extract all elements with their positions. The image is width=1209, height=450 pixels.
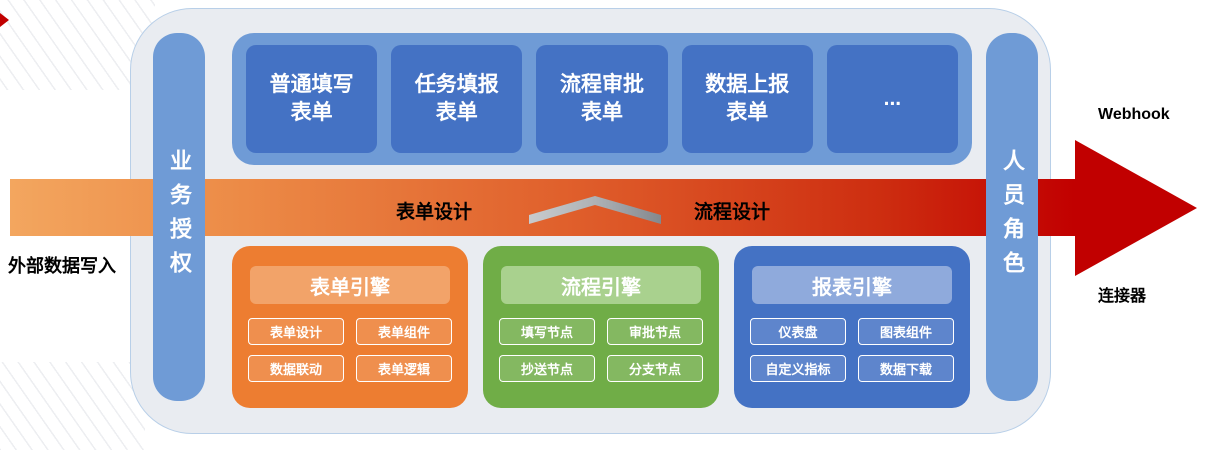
report-engine-card: 报表引擎 仪表盘 图表组件 自定义指标 数据下载 [734,246,970,408]
diagonal-lines-decoration-bottom-left [0,362,145,450]
engine-item: 审批节点 [607,318,703,345]
flow-design-label: 流程设计 [693,202,770,223]
engine-item: 表单设计 [248,318,344,345]
engine-item: 分支节点 [607,355,703,382]
form-type-label: 数据上报表单 [705,72,790,124]
form-design-label: 表单设计 [395,202,472,223]
form-engine-title: 表单引擎 [250,266,450,304]
webhook-label: Webhook [1098,106,1170,123]
engine-item: 图表组件 [858,318,954,345]
flow-engine-title: 流程引擎 [501,266,701,304]
report-engine-items: 仪表盘 图表组件 自定义指标 数据下载 [750,318,954,382]
form-engine-items: 表单设计 表单组件 数据联动 表单逻辑 [248,318,452,382]
form-type-box: 普通填写表单 [246,45,378,153]
report-engine-title: 报表引擎 [752,266,952,304]
red-mark-decoration [0,13,9,27]
external-data-write-label: 外部数据写入 [8,256,116,276]
engine-item: 抄送节点 [499,355,595,382]
form-type-label: 普通填写表单 [269,72,354,124]
connector-label: 连接器 [1098,288,1147,305]
engine-item: 表单逻辑 [356,355,452,382]
form-type-label: 任务填报表单 [414,72,499,124]
personnel-role-label: 人员角色 [1000,149,1025,285]
flow-arrowhead-icon [1075,140,1197,276]
form-type-box: 任务填报表单 [391,45,523,153]
engine-item: 填写节点 [499,318,595,345]
engine-item: 数据下载 [858,355,954,382]
form-type-box: 流程审批表单 [536,45,668,153]
personnel-role-bar: 人员角色 [986,33,1038,401]
business-authorization-bar: 业务授权 [153,33,205,401]
engine-item: 自定义指标 [750,355,846,382]
form-type-label: ... [883,86,902,110]
chevron-divider-icon [529,196,661,224]
form-type-box-ellipsis: ... [826,45,959,153]
form-types-panel: 普通填写表单 任务填报表单 流程审批表单 数据上报表单 ... [232,33,972,165]
flow-engine-items: 填写节点 审批节点 抄送节点 分支节点 [499,318,703,382]
form-type-label: 流程审批表单 [560,72,644,124]
engine-item: 仪表盘 [750,318,846,345]
engine-item: 表单组件 [356,318,452,345]
flow-engine-card: 流程引擎 填写节点 审批节点 抄送节点 分支节点 [483,246,719,408]
engine-item: 数据联动 [248,355,344,382]
business-authorization-label: 业务授权 [167,149,192,285]
form-type-box: 数据上报表单 [681,45,813,153]
form-engine-card: 表单引擎 表单设计 表单组件 数据联动 表单逻辑 [232,246,468,408]
